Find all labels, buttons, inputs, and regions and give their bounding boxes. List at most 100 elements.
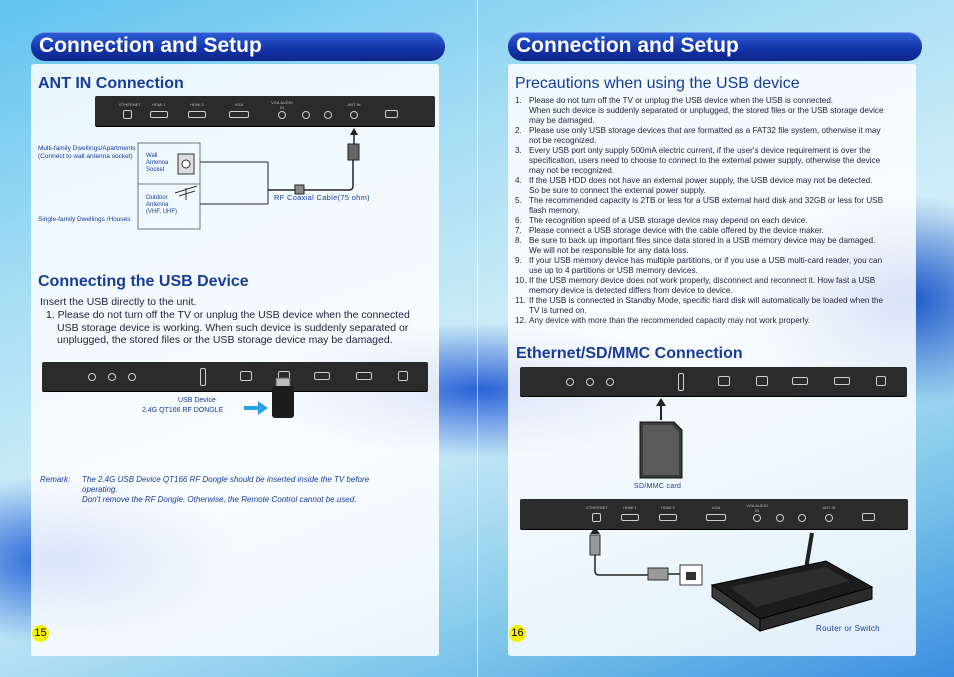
tv-side-panel-usb xyxy=(42,362,428,391)
port-label: HDMI 1 xyxy=(623,505,637,510)
precautions-heading: Precautions when using the USB device xyxy=(515,75,800,92)
list-item: 4.If the USB HDD does not have an extern… xyxy=(515,176,873,195)
list-item: 10.If the USB memory device does not wor… xyxy=(515,276,876,295)
audio-jack-icon xyxy=(108,373,116,381)
rj45-plug-icon xyxy=(647,567,669,581)
port-label: ETHERNET xyxy=(586,505,608,510)
router-label: Router or Switch xyxy=(816,624,880,633)
list-item: 9.If your USB memory device has multiple… xyxy=(515,256,883,275)
sd-card-illustration xyxy=(639,398,683,479)
list-item: 1.Please do not turn off the TV or unplu… xyxy=(515,96,884,125)
audio-jack-icon xyxy=(753,514,761,522)
tv-side-panel-sd xyxy=(520,367,907,396)
audio-jack-icon xyxy=(88,373,96,381)
audio-jack-icon xyxy=(128,373,136,381)
audio-jack-icon xyxy=(586,378,594,386)
usb-port-icon xyxy=(718,376,730,386)
vga-port-icon xyxy=(229,111,249,118)
page-divider xyxy=(477,0,478,677)
single-family-label: Single-family Dwellings /Houses xyxy=(38,216,131,223)
av-jack-icon xyxy=(776,514,784,522)
hdmi-port-icon xyxy=(834,377,850,385)
list-item: 3.Every USB port only supply 500mA elect… xyxy=(515,146,881,175)
hdmi-port-icon xyxy=(150,111,168,118)
tv-back-panel-ethernet: ETHERNET HDMI 1 HDMI 2 VGA VGA AUDIO IN … xyxy=(520,499,908,529)
usb-port-icon xyxy=(385,110,398,118)
audio-jack-icon xyxy=(278,111,286,119)
usb-device-label: USB Device xyxy=(178,397,216,404)
port-label: ANT IN xyxy=(822,505,836,510)
page-number-15: 15 xyxy=(32,625,49,642)
remark-label: Remark: xyxy=(40,475,71,484)
tv-back-panel-ant: ETHERNET HDMI 1 HDMI 2 VGA VGA AUDIO IN … xyxy=(95,96,435,126)
right-banner-title: Connection and Setup xyxy=(508,32,922,61)
remark-text: The 2.4G USB Device QT166 RF Dongle shou… xyxy=(82,475,370,504)
left-banner-title: Connection and Setup xyxy=(31,32,445,61)
hdmi-port-icon xyxy=(659,514,677,521)
port-label: ANT IN xyxy=(347,102,361,107)
ant-in-heading: ANT IN Connection xyxy=(38,75,184,92)
usb-port-icon xyxy=(862,513,875,521)
ethernet-heading: Ethernet/SD/MMC Connection xyxy=(516,345,743,362)
vga-port-icon xyxy=(706,514,726,521)
port-label: HDMI 2 xyxy=(190,102,204,107)
list-item: 11.If the USB is connected in Standby Mo… xyxy=(515,296,884,315)
port-label: HDMI 2 xyxy=(661,505,675,510)
ant-in-jack-icon xyxy=(350,111,358,119)
precautions-list: 1.Please do not turn off the TV or unplu… xyxy=(515,96,915,326)
list-item: 8.Be sure to back up important files sin… xyxy=(515,236,876,255)
list-item: 12.Any device with more than the recomme… xyxy=(515,316,811,325)
list-item: 7.Please connect a USB storage device wi… xyxy=(515,226,824,235)
router-connection-diagram xyxy=(589,527,874,632)
list-item: 6.The recognition speed of a USB storage… xyxy=(515,216,808,225)
ethernet-port-icon xyxy=(398,371,408,381)
usb-dongle-illustration xyxy=(244,377,294,418)
hdmi-port-icon xyxy=(621,514,639,521)
usb-intro: Insert the USB directly to the unit. xyxy=(40,296,197,308)
port-label: HDMI 1 xyxy=(152,102,166,107)
dongle-label: 2.4G QT166 RF DONGLE xyxy=(142,407,224,414)
rj45-plug-icon xyxy=(589,534,601,556)
ethernet-port-icon xyxy=(592,513,601,522)
dongle-body-icon xyxy=(272,386,294,418)
right-content-panel xyxy=(508,64,916,656)
left-content-panel xyxy=(31,64,439,656)
outdoor-antenna-label: Outdoor Antenna (VHF, UHF) xyxy=(146,195,177,215)
list-item: 5.The recommended capacity is 2TB or les… xyxy=(515,196,884,215)
port-label: VGA AUDIO IN xyxy=(746,503,768,513)
usb-port-icon xyxy=(756,376,768,386)
hdmi-port-icon xyxy=(356,372,372,380)
av-jack-icon xyxy=(798,514,806,522)
usb-item-1: 1. Please do not turn off the TV or unpl… xyxy=(46,309,410,346)
sd-card-label: SD/MMC card xyxy=(634,483,682,490)
multi-family-label: Multi-family Dwellings/Apartments xyxy=(38,145,136,152)
sd-slot-icon xyxy=(200,368,206,386)
port-label: VGA xyxy=(711,505,721,510)
audio-jack-icon xyxy=(606,378,614,386)
wall-antenna-label: Wall Antenna Socket xyxy=(146,153,169,173)
coax-connector-icon xyxy=(347,143,360,161)
hdmi-port-icon xyxy=(188,111,206,118)
rf-cable-label: RF Coaxial Cable(75 ohm) xyxy=(274,193,370,202)
usb-heading: Connecting the USB Device xyxy=(38,273,249,290)
dwelling-box xyxy=(137,142,201,230)
arrow-up-icon xyxy=(350,128,358,135)
ethernet-port-icon xyxy=(123,110,132,119)
multi-family-sub-label: (Connect to wall antenna socket) xyxy=(38,153,133,160)
sd-slot-icon xyxy=(678,373,684,391)
list-item: 2.Please use only USB storage devices th… xyxy=(515,126,881,145)
ethernet-port-icon xyxy=(876,376,886,386)
av-jack-icon xyxy=(324,111,332,119)
av-jack-icon xyxy=(302,111,310,119)
arrow-up-icon xyxy=(656,398,666,406)
port-label: VGA AUDIO IN xyxy=(271,100,293,110)
hdmi-port-icon xyxy=(792,377,808,385)
ant-connection-diagram xyxy=(137,128,360,230)
port-label: VGA xyxy=(234,102,244,107)
arrow-right-icon xyxy=(244,401,268,415)
hdmi-port-icon xyxy=(314,372,330,380)
page-number-16: 16 xyxy=(509,625,526,642)
audio-jack-icon xyxy=(566,378,574,386)
port-label: ETHERNET xyxy=(119,102,141,107)
ant-in-jack-icon xyxy=(825,514,833,522)
